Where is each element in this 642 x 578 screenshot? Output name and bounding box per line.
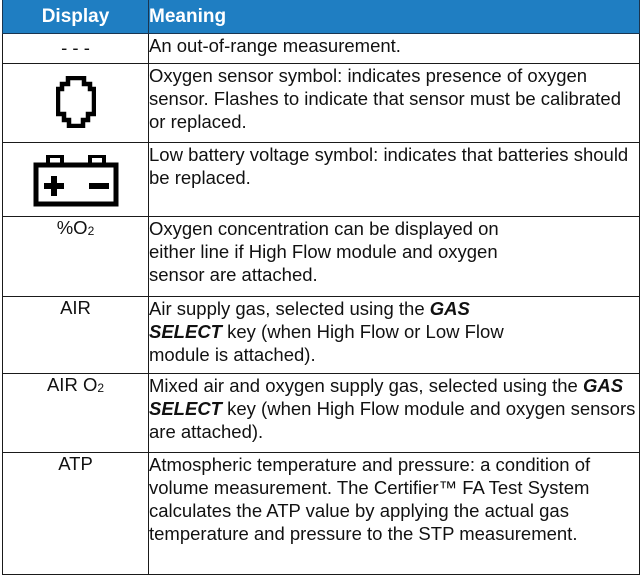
meaning-text: key (when High Flow module and oxygen se… [149, 398, 636, 442]
meaning-cell: Oxygen concentration can be displayed on… [148, 216, 640, 297]
table-row: AIR Air supply gas, selected using the G… [2, 296, 640, 374]
key-name: GAS SELECT [149, 298, 470, 342]
meaning-cell: Mixed air and oxygen supply gas, selecte… [148, 373, 640, 453]
display-cell: - - - [2, 33, 149, 64]
oxygen-sensor-icon [55, 76, 96, 128]
table-row: Oxygen sensor symbol: indicates presence… [2, 63, 640, 143]
meaning-cell: Oxygen sensor symbol: indicates presence… [148, 63, 640, 143]
meaning-cell: Atmospheric temperature and pressure: a … [148, 452, 640, 575]
key-name: GAS SELECT [149, 375, 624, 419]
table-row: Low battery voltage symbol: indicates th… [2, 142, 640, 217]
table-header-row: Display Meaning [2, 0, 640, 34]
display-cell: AIR O2 [2, 373, 149, 453]
column-header-meaning: Meaning [148, 0, 640, 34]
display-value: ATP [58, 453, 93, 474]
table-row: - - - An out-of-range measurement. [2, 33, 640, 64]
meaning-cell: An out-of-range measurement. [148, 33, 640, 64]
display-cell: %O2 [2, 216, 149, 297]
display-cell: AIR [2, 296, 149, 374]
display-cell [2, 63, 149, 143]
display-value: %O [56, 217, 88, 238]
table-row: ATP Atmospheric temperature and pressure… [2, 452, 640, 575]
meaning-cell: Low battery voltage symbol: indicates th… [148, 142, 640, 217]
low-battery-icon [33, 155, 118, 207]
display-value: - - - [61, 37, 90, 58]
display-value: AIR O [46, 374, 98, 395]
column-header-display: Display [2, 0, 149, 34]
display-subscript: 2 [87, 224, 95, 238]
meaning-text: Atmospheric temperature and pressure: a … [149, 454, 591, 544]
table-row: AIR O2 Mixed air and oxygen supply gas, … [2, 373, 640, 453]
table-row: %O2 Oxygen concentration can be displaye… [2, 216, 640, 297]
meaning-text: Oxygen concentration can be displayed on… [149, 218, 499, 285]
meaning-text: key (when High Flow or Low Flow module i… [149, 321, 504, 365]
display-subscript: 2 [97, 381, 105, 395]
display-value: AIR [60, 297, 91, 318]
display-cell: ATP [2, 452, 149, 575]
display-cell [2, 142, 149, 217]
meaning-cell: Air supply gas, selected using the GAS S… [148, 296, 640, 374]
meaning-text: Mixed air and oxygen supply gas, selecte… [149, 375, 583, 396]
meaning-text: Air supply gas, selected using the [149, 298, 430, 319]
